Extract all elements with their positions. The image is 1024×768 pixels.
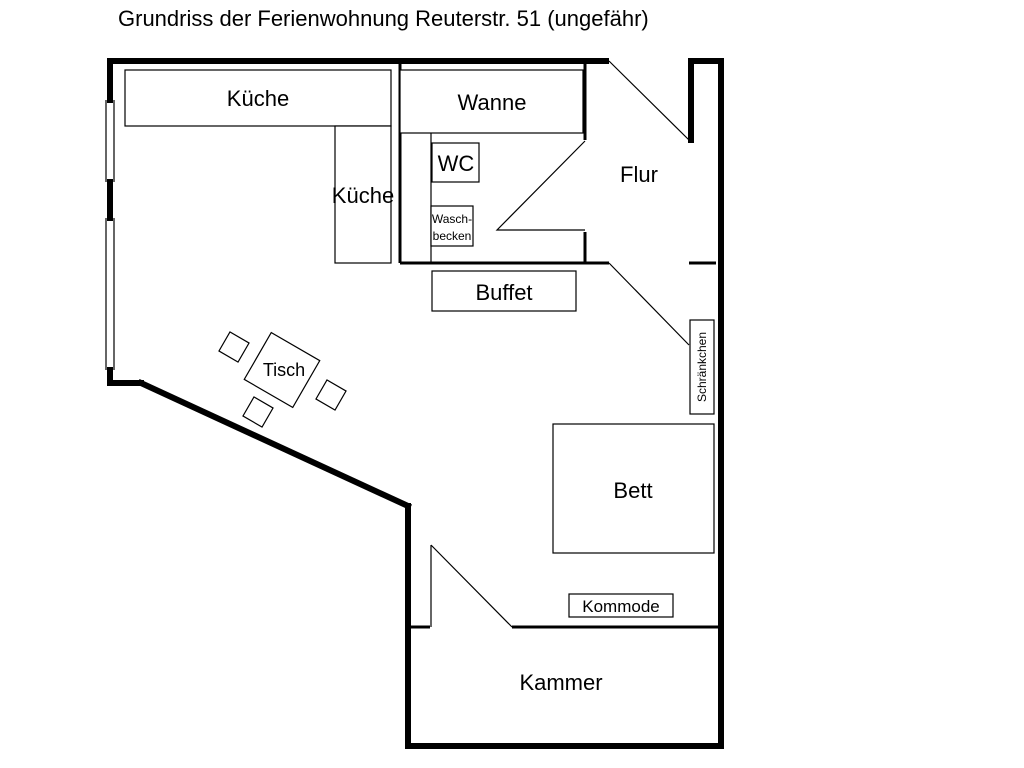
- dresser: [568, 593, 674, 618]
- chair-2: [315, 379, 347, 411]
- left-windows: [105, 100, 115, 370]
- buffet: [431, 270, 577, 312]
- washbasin: [430, 205, 474, 247]
- kitchen-side-label: Küche: [332, 183, 394, 208]
- storeroom-label: Kammer: [519, 670, 602, 695]
- bathtub: [399, 69, 584, 134]
- chair-3: [242, 396, 274, 428]
- kitchen-top-label: Küche: [227, 86, 289, 111]
- kammer-walls: [410, 544, 719, 629]
- cabinet-label: Schränkchen: [695, 332, 709, 402]
- cabinet: [689, 319, 715, 415]
- hallway-label: Flur: [620, 162, 658, 187]
- toilet: [431, 142, 480, 183]
- chair-1: [218, 331, 250, 363]
- toilet-label: WC: [438, 151, 475, 176]
- bed-label: Bett: [613, 478, 652, 503]
- washbasin-label-line1: Wasch-: [432, 212, 472, 226]
- table: [243, 331, 321, 409]
- bed: [552, 423, 715, 554]
- bathroom-door-swing: [495, 140, 586, 231]
- flur-door-swing: [608, 262, 690, 346]
- washbasin-label-line2: becken: [433, 229, 472, 243]
- outer-walls: [107, 58, 724, 749]
- kitchen-counter-top: [124, 69, 392, 127]
- dresser-label: Kommode: [582, 597, 659, 616]
- buffet-label: Buffet: [475, 280, 532, 305]
- table-label: Tisch: [263, 360, 305, 380]
- bathtub-label: Wanne: [458, 90, 527, 115]
- kitchen-counter-side: [334, 125, 392, 264]
- entrance-door-swing: [608, 60, 690, 142]
- plan-title: Grundriss der Ferienwohnung Reuterstr. 5…: [118, 6, 649, 31]
- table-group: Tisch: [218, 331, 347, 428]
